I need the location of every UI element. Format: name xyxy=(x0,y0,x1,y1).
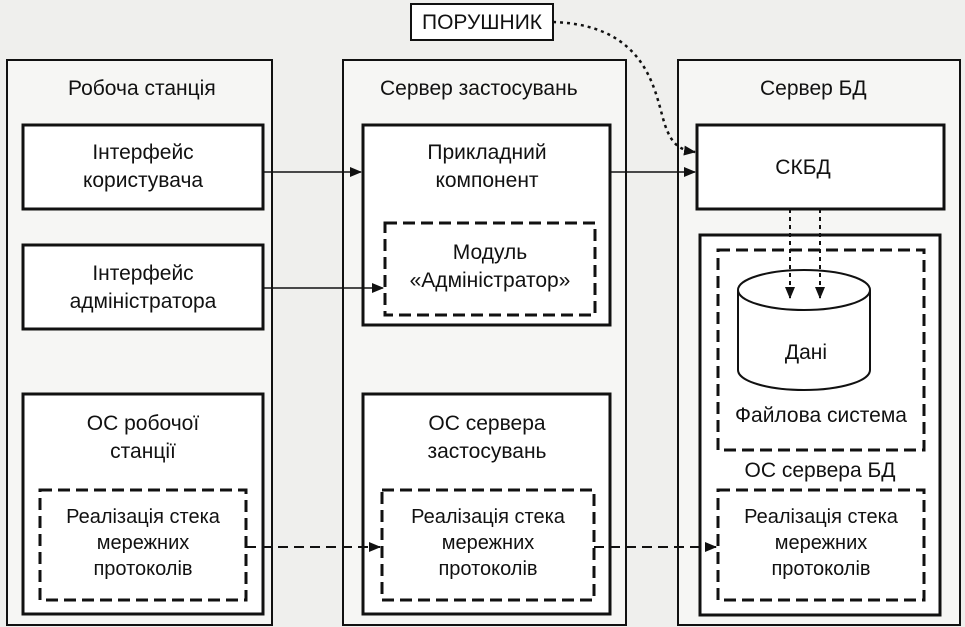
app-stack-line-2: мережних xyxy=(442,532,535,554)
ui-line-2: користувача xyxy=(83,169,203,192)
db-os-label: ОС сервера БД xyxy=(745,459,896,482)
admin-ui-line-1: Інтерфейс xyxy=(92,262,193,285)
admin-ui-line-2: адміністратора xyxy=(70,290,217,313)
db-stack-line-2: мережних xyxy=(775,532,868,554)
app-stack-line-3: протоколів xyxy=(438,558,537,580)
ws-os-line-2: станції xyxy=(110,440,176,463)
ui-line-1: Інтерфейс xyxy=(92,141,193,164)
app-os-line-1: ОС сервера xyxy=(428,412,545,435)
admin-module-line-2: «Адміністратор» xyxy=(410,269,571,292)
arrow-intruder-to-dbms xyxy=(552,20,696,156)
admin-module-line-1: Модуль xyxy=(453,241,527,264)
db-stack-line-1: Реалізація стека xyxy=(744,506,899,528)
filesystem-label: Файлова система xyxy=(735,404,907,427)
component-line-2: компонент xyxy=(435,169,538,192)
db-server-column: Сервер БД СКБД Дані Файлова система ОС с… xyxy=(677,59,961,626)
data-cylinder xyxy=(737,269,871,391)
ws-os-line-1: ОС робочої xyxy=(87,412,200,435)
workstation-title: Робоча станція xyxy=(68,77,216,100)
db-server-title: Сервер БД xyxy=(760,77,867,100)
ws-stack-line-3: протоколів xyxy=(93,558,192,580)
app-server-title: Сервер застосувань xyxy=(380,77,578,100)
intruder-label: ПОРУШНИК xyxy=(422,11,543,34)
data-label: Дані xyxy=(785,341,827,364)
workstation-column: Робоча станція Інтерфейс користувача Інт… xyxy=(6,59,273,626)
ws-stack-line-2: мережних xyxy=(97,532,190,554)
app-stack-line-1: Реалізація стека xyxy=(411,506,566,528)
ws-stack-line-1: Реалізація стека xyxy=(66,506,221,528)
db-stack-line-3: протоколів xyxy=(771,558,870,580)
connections xyxy=(246,20,825,552)
component-line-1: Прикладний xyxy=(427,141,546,164)
app-os-line-2: застосувань xyxy=(427,440,546,463)
intruder-box: ПОРУШНИК xyxy=(410,3,554,41)
app-server-column: Сервер застосувань Прикладний компонент … xyxy=(342,59,627,626)
dbms-label: СКБД xyxy=(775,156,830,179)
